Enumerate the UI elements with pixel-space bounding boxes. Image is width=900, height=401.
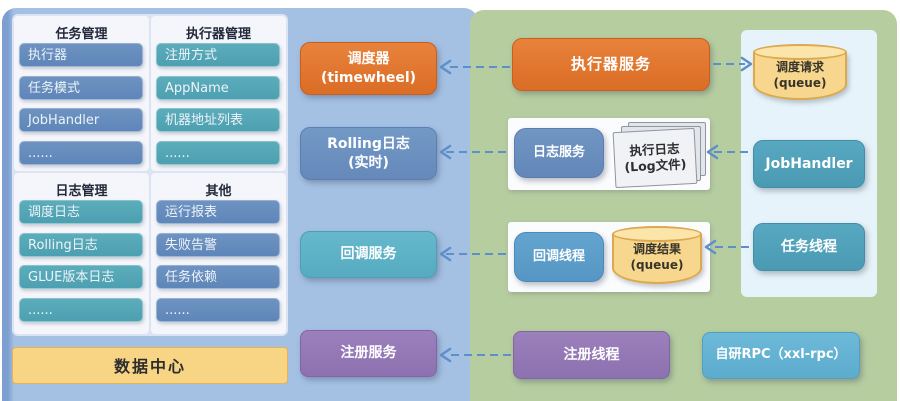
- list-item: Rolling日志: [19, 233, 143, 257]
- node-label: 回调服务: [340, 246, 397, 263]
- group-title: 执行器管理: [185, 27, 251, 42]
- node-label-line1: 调度结果: [632, 242, 681, 256]
- node-scheduler-timewheel: 调度器 (timewheel): [300, 42, 437, 95]
- node-execution-log-files: 执行日志 (Log文件): [612, 127, 698, 189]
- node-label-line2: (Log文件): [624, 156, 687, 175]
- node-label: 注册线程: [563, 346, 620, 363]
- executor-inner-panel: 调度请求 (queue) JobHandler 任务线程: [741, 30, 877, 297]
- node-dispatch-result-queue: 调度结果 (queue): [612, 226, 702, 284]
- node-label-line2: (实时): [348, 154, 389, 171]
- group-task-management: 任务管理 执行器 任务模式 JobHandler ......: [14, 16, 149, 171]
- list-item: 运行报表: [156, 200, 280, 224]
- node-label-line1: 调度器: [347, 51, 390, 68]
- list-item: GLUE版本日志: [19, 265, 143, 289]
- list-item: ......: [19, 298, 143, 322]
- node-label: 注册服务: [340, 345, 397, 362]
- list-item: JobHandler: [19, 108, 143, 132]
- queue-cylinder-icon: [753, 44, 847, 60]
- list-item: 任务依赖: [156, 265, 280, 289]
- node-task-thread: 任务线程: [753, 223, 865, 271]
- node-data-center: 数据中心: [12, 347, 288, 384]
- list-item: ......: [156, 141, 280, 165]
- node-callback-service: 回调服务: [300, 231, 437, 278]
- list-item: 机器地址列表: [156, 108, 280, 132]
- node-job-handler: JobHandler: [753, 140, 865, 188]
- list-item: 任务模式: [19, 76, 143, 100]
- node-label-line2: (queue): [630, 258, 684, 273]
- node-label-line1: Rolling日志: [327, 136, 410, 153]
- node-register-thread: 注册线程: [513, 331, 670, 379]
- node-label-line2: (timewheel): [320, 69, 417, 86]
- group-executor-management: 执行器管理 注册方式 AppName 机器地址列表 ......: [151, 16, 286, 171]
- node-schedule-request-queue: 调度请求 (queue): [753, 44, 847, 100]
- node-label: 执行器服务: [570, 54, 651, 73]
- node-label: 日志服务: [532, 144, 585, 160]
- node-label-line2: (queue): [773, 76, 827, 91]
- list-item: 调度日志: [19, 200, 143, 224]
- group-title: 日志管理: [55, 184, 108, 199]
- admin-modules-panel: 任务管理 执行器 任务模式 JobHandler ...... 执行器管理 注册…: [12, 14, 288, 336]
- callback-card: 回调线程 调度结果 (queue): [508, 222, 710, 292]
- node-label-line1: 调度请求: [775, 60, 824, 74]
- list-item: AppName: [156, 76, 280, 100]
- list-item: ......: [19, 141, 143, 165]
- group-title: 任务管理: [55, 27, 108, 42]
- queue-cylinder-icon: [753, 52, 847, 100]
- list-item: ......: [156, 298, 280, 322]
- node-label: 自研RPC（xxl-rpc）: [715, 347, 847, 363]
- node-rolling-log-realtime: Rolling日志 (实时): [300, 127, 437, 180]
- node-callback-thread: 回调线程: [514, 232, 604, 282]
- list-item: 执行器: [19, 43, 143, 67]
- node-label: 任务线程: [781, 238, 837, 255]
- node-executor-service: 执行器服务: [512, 38, 710, 91]
- queue-cylinder-icon: [612, 226, 702, 242]
- list-item: 注册方式: [156, 43, 280, 67]
- group-log-management: 日志管理 调度日志 Rolling日志 GLUE版本日志 ......: [14, 173, 149, 334]
- group-title: 其他: [205, 184, 232, 199]
- node-label: 回调线程: [532, 248, 585, 264]
- list-item: 失败告警: [156, 233, 280, 257]
- log-service-card: 日志服务 执行日志 (Log文件): [508, 118, 710, 190]
- node-label: JobHandler: [765, 155, 853, 172]
- queue-cylinder-icon: [612, 234, 702, 284]
- group-other: 其他 运行报表 失败告警 任务依赖 ......: [151, 173, 286, 334]
- node-log-service: 日志服务: [514, 128, 604, 178]
- node-register-service: 注册服务: [300, 330, 437, 377]
- node-xxl-rpc: 自研RPC（xxl-rpc）: [702, 332, 860, 379]
